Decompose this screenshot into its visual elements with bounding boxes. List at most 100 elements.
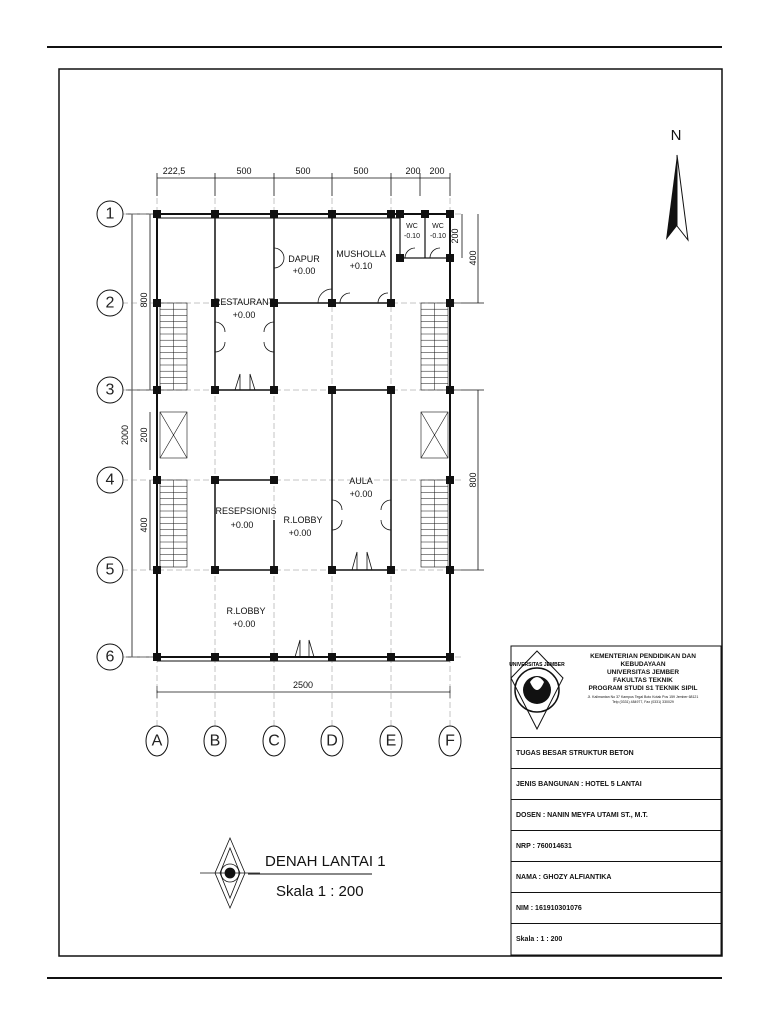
room-level-resepsionis: +0.00 — [231, 520, 254, 530]
grid-row-label: 5 — [106, 562, 115, 579]
dimension-labels: 222,5 500 500 500 200 200 2500 200 400 8… — [120, 166, 478, 690]
grid-row-bubble — [96, 466, 124, 494]
grid-col-label: E — [386, 733, 397, 750]
column — [328, 299, 336, 307]
top-dimensions — [156, 173, 451, 196]
column — [211, 299, 219, 307]
column — [153, 299, 161, 307]
outer-walls-inner — [157, 217, 450, 662]
room-level-lobby-1: +0.00 — [289, 528, 312, 538]
grid-col-bubble — [320, 725, 344, 757]
header-phone: Telp (0331) 484977, Fax (0331) 330029 — [612, 700, 674, 704]
tb-assignment: TUGAS BESAR STRUKTUR BETON — [511, 738, 721, 769]
room-level-wc-2: -0.10 — [430, 233, 446, 240]
grid-col-bubble — [145, 725, 169, 757]
column — [270, 299, 278, 307]
dim-left-2: 200 — [139, 427, 149, 442]
column — [446, 210, 454, 218]
room-level-musholla: +0.10 — [350, 261, 373, 271]
north-arrow-icon: N — [666, 127, 689, 242]
dim-top-3: 500 — [295, 166, 310, 176]
dim-right-3: 800 — [468, 472, 478, 487]
header-program: PROGRAM STUDI S1 TEKNIK SIPIL — [588, 685, 698, 692]
tb-scale: Skala : 1 : 200 — [516, 936, 563, 943]
title-block-divider — [511, 646, 721, 738]
dim-right-1: 200 — [450, 228, 460, 243]
column — [387, 210, 395, 218]
room-name-dapur: DAPUR — [288, 254, 320, 264]
dim-top-1: 222,5 — [163, 166, 186, 176]
university-logo: UNIVERSITAS JEMBER — [509, 650, 565, 731]
grid-col-bubble — [203, 725, 227, 757]
grid-row-bubble — [96, 200, 124, 228]
structural-columns — [153, 210, 454, 661]
grid-col-label: F — [445, 733, 455, 750]
aula-walls — [331, 389, 392, 571]
bottom-rule — [47, 977, 722, 979]
tb-nim: NIM : 161910301076 — [511, 893, 721, 924]
room-level-restaurant: +0.00 — [233, 310, 256, 320]
grid-col-label: C — [268, 733, 280, 750]
header-faculty: FAKULTAS TEKNIK — [613, 677, 673, 684]
dim-right-2: 400 — [468, 250, 478, 265]
tb-lecturer: DOSEN : NANIN MEYFA UTAMI ST., M.T. — [511, 800, 721, 831]
drawing-scale: Skala 1 : 200 — [276, 883, 364, 900]
column — [421, 210, 429, 218]
tb-nrp: NRP : 760014631 — [511, 831, 721, 862]
outer-walls — [156, 213, 451, 658]
logo-text: UNIVERSITAS JEMBER — [509, 662, 565, 668]
stair-treads — [160, 303, 448, 567]
column — [153, 566, 161, 574]
grid-row-label: 2 — [106, 295, 115, 312]
drawing-title: DENAH LANTAI 1 — [265, 853, 386, 870]
title-block-header: KEMENTERIAN PENDIDIKAN DAN KEBUDAYAAN UN… — [567, 653, 719, 705]
room-level-wc-1: -0.10 — [404, 233, 420, 240]
header-address: Jl. Kalimantan No 37 Kampus Tegal Boto K… — [587, 695, 699, 699]
grid-row-label: 3 — [106, 382, 115, 399]
room-name-wc-1: WC — [406, 223, 418, 230]
grid-row-bubble — [96, 376, 124, 404]
reception-walls — [214, 479, 275, 571]
north-label: N — [671, 127, 682, 144]
column — [328, 653, 336, 661]
column — [211, 653, 219, 661]
grid-lines — [122, 198, 462, 726]
column — [387, 299, 395, 307]
column — [270, 566, 278, 574]
column — [387, 566, 395, 574]
room-name-lobby-2: R.LOBBY — [226, 606, 265, 616]
room-name-resepsionis: RESEPSIONIS — [215, 506, 276, 516]
tb-name: NAMA : GHOZY ALFIANTIKA — [511, 862, 721, 893]
dim-top-5: 200 — [405, 166, 420, 176]
column — [211, 386, 219, 394]
column — [446, 254, 454, 262]
grid-row-label: 4 — [106, 472, 115, 489]
column — [446, 476, 454, 484]
grid-col-label: A — [152, 733, 163, 750]
grid-col-label: D — [326, 733, 338, 750]
title-block-frame — [510, 645, 722, 956]
header-university: UNIVERSITAS JEMBER — [606, 669, 680, 676]
column — [396, 210, 404, 218]
column — [153, 210, 161, 218]
sheet-frame — [58, 68, 723, 957]
room-name-aula: AULA — [349, 476, 373, 486]
grid-row-bubble — [96, 289, 124, 317]
dim-bottom: 2500 — [293, 680, 313, 690]
room-name-restaurant: RESTAURANT — [214, 297, 275, 307]
grid-col-label: B — [210, 733, 221, 750]
column — [387, 386, 395, 394]
dim-left-3: 2000 — [120, 425, 130, 445]
column — [211, 476, 219, 484]
column — [153, 476, 161, 484]
column — [270, 476, 278, 484]
column — [328, 386, 336, 394]
top-rule — [47, 46, 722, 48]
grid-col-bubble — [438, 725, 462, 757]
dim-top-2: 500 — [236, 166, 251, 176]
column — [446, 566, 454, 574]
column — [446, 653, 454, 661]
compass-rose-icon — [200, 836, 260, 910]
room-level-aula: +0.00 — [350, 489, 373, 499]
